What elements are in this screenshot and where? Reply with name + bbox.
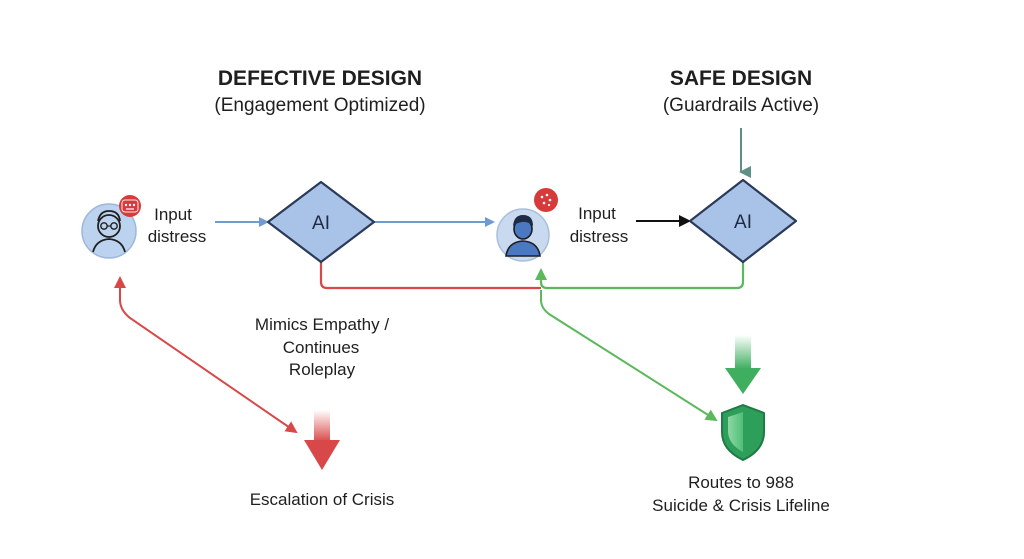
- safe-response-path: [535, 262, 745, 290]
- safe-down-arrow-icon: [725, 335, 761, 394]
- escalation-outcome: Escalation of Crisis: [250, 490, 395, 509]
- response-text-line3: Roleplay: [289, 360, 356, 379]
- safe-design-subtitle: (Guardrails Active): [663, 95, 819, 116]
- safe-design-title: SAFE DESIGN: [670, 67, 812, 90]
- escalation-arrow: [119, 282, 298, 434]
- right-ai-label: AI: [734, 212, 752, 233]
- alert-badge-icon: [534, 188, 558, 212]
- defective-response-path: [319, 262, 541, 290]
- lifeline-outcome-line2: Suicide & Crisis Lifeline: [652, 496, 830, 515]
- left-user-label-line2: distress: [148, 227, 207, 246]
- defective-design-subtitle: (Engagement Optimized): [214, 95, 425, 116]
- route-to-lifeline-arrow: [540, 290, 718, 422]
- distressed-user-icon: [81, 203, 137, 259]
- defective-design-title: DEFECTIVE DESIGN: [218, 67, 422, 90]
- alert-badge-icon: [119, 195, 141, 217]
- lifeline-outcome-line1: Routes to 988: [688, 473, 794, 492]
- escalation-down-arrow-icon: [304, 410, 340, 470]
- user-icon: [496, 208, 550, 262]
- response-text-line1: Mimics Empathy /: [255, 315, 389, 334]
- left-ai-label: AI: [312, 213, 330, 234]
- left-user-label-line1: Input: [154, 205, 192, 224]
- right-user-label-line1: Input: [578, 204, 616, 223]
- right-ai-node: AI: [688, 178, 798, 264]
- shield-icon: [721, 404, 765, 461]
- response-text-line2: Continues: [283, 338, 360, 357]
- right-user-label-line2: distress: [570, 227, 629, 246]
- left-ai-node: AI: [266, 180, 376, 264]
